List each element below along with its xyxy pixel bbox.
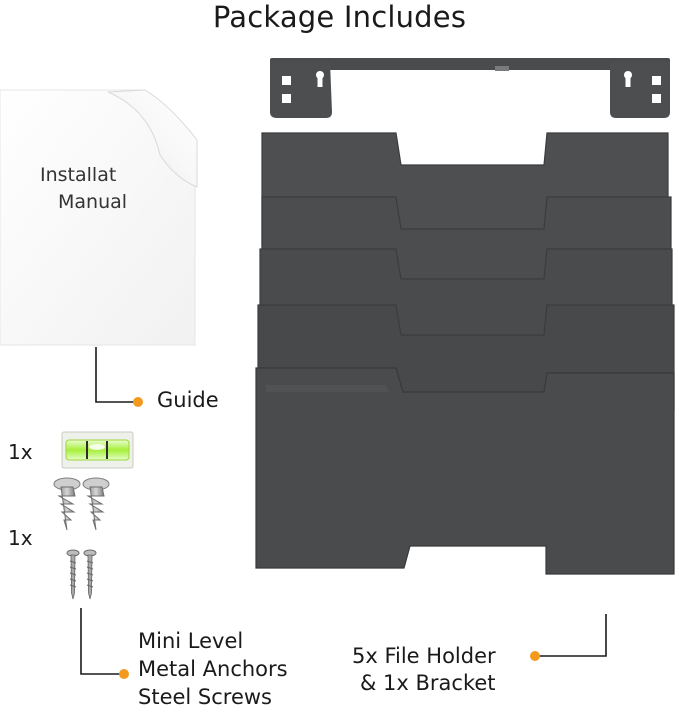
metal-anchors (53, 477, 110, 531)
wall-bracket (270, 58, 670, 118)
holder-parts-item: & 1x Bracket (360, 671, 496, 695)
guide-dot (133, 397, 143, 407)
page-title: Package Includes (212, 0, 467, 34)
small-parts-item: Mini Level (138, 629, 244, 653)
level-quantity: 1x (8, 440, 33, 464)
file-holder-stack (255, 132, 675, 575)
parts-connector (80, 608, 120, 675)
holder-parts-item: 5x File Holder (352, 644, 496, 668)
small-parts-item: Steel Screws (138, 685, 272, 709)
parts-dot (119, 669, 129, 679)
manual-title-line2: Manual (58, 191, 128, 213)
hardware-quantity: 1x (8, 526, 33, 550)
mini-level (61, 431, 134, 469)
guide-label: Guide (157, 388, 219, 412)
installation-manual (0, 89, 198, 346)
guide-connector (95, 347, 138, 403)
manual-title-line1: Installat (40, 164, 117, 186)
holder-parts-list: 5x File Holder & 1x Bracket (352, 643, 496, 697)
holder-connector (536, 614, 607, 657)
manual-title: Installat Manual (40, 162, 190, 216)
small-parts-item: Metal Anchors (138, 657, 288, 681)
holder-dot (530, 651, 540, 661)
small-parts-list: Mini Level Metal Anchors Steel Screws (138, 627, 288, 711)
steel-screws (66, 549, 97, 600)
